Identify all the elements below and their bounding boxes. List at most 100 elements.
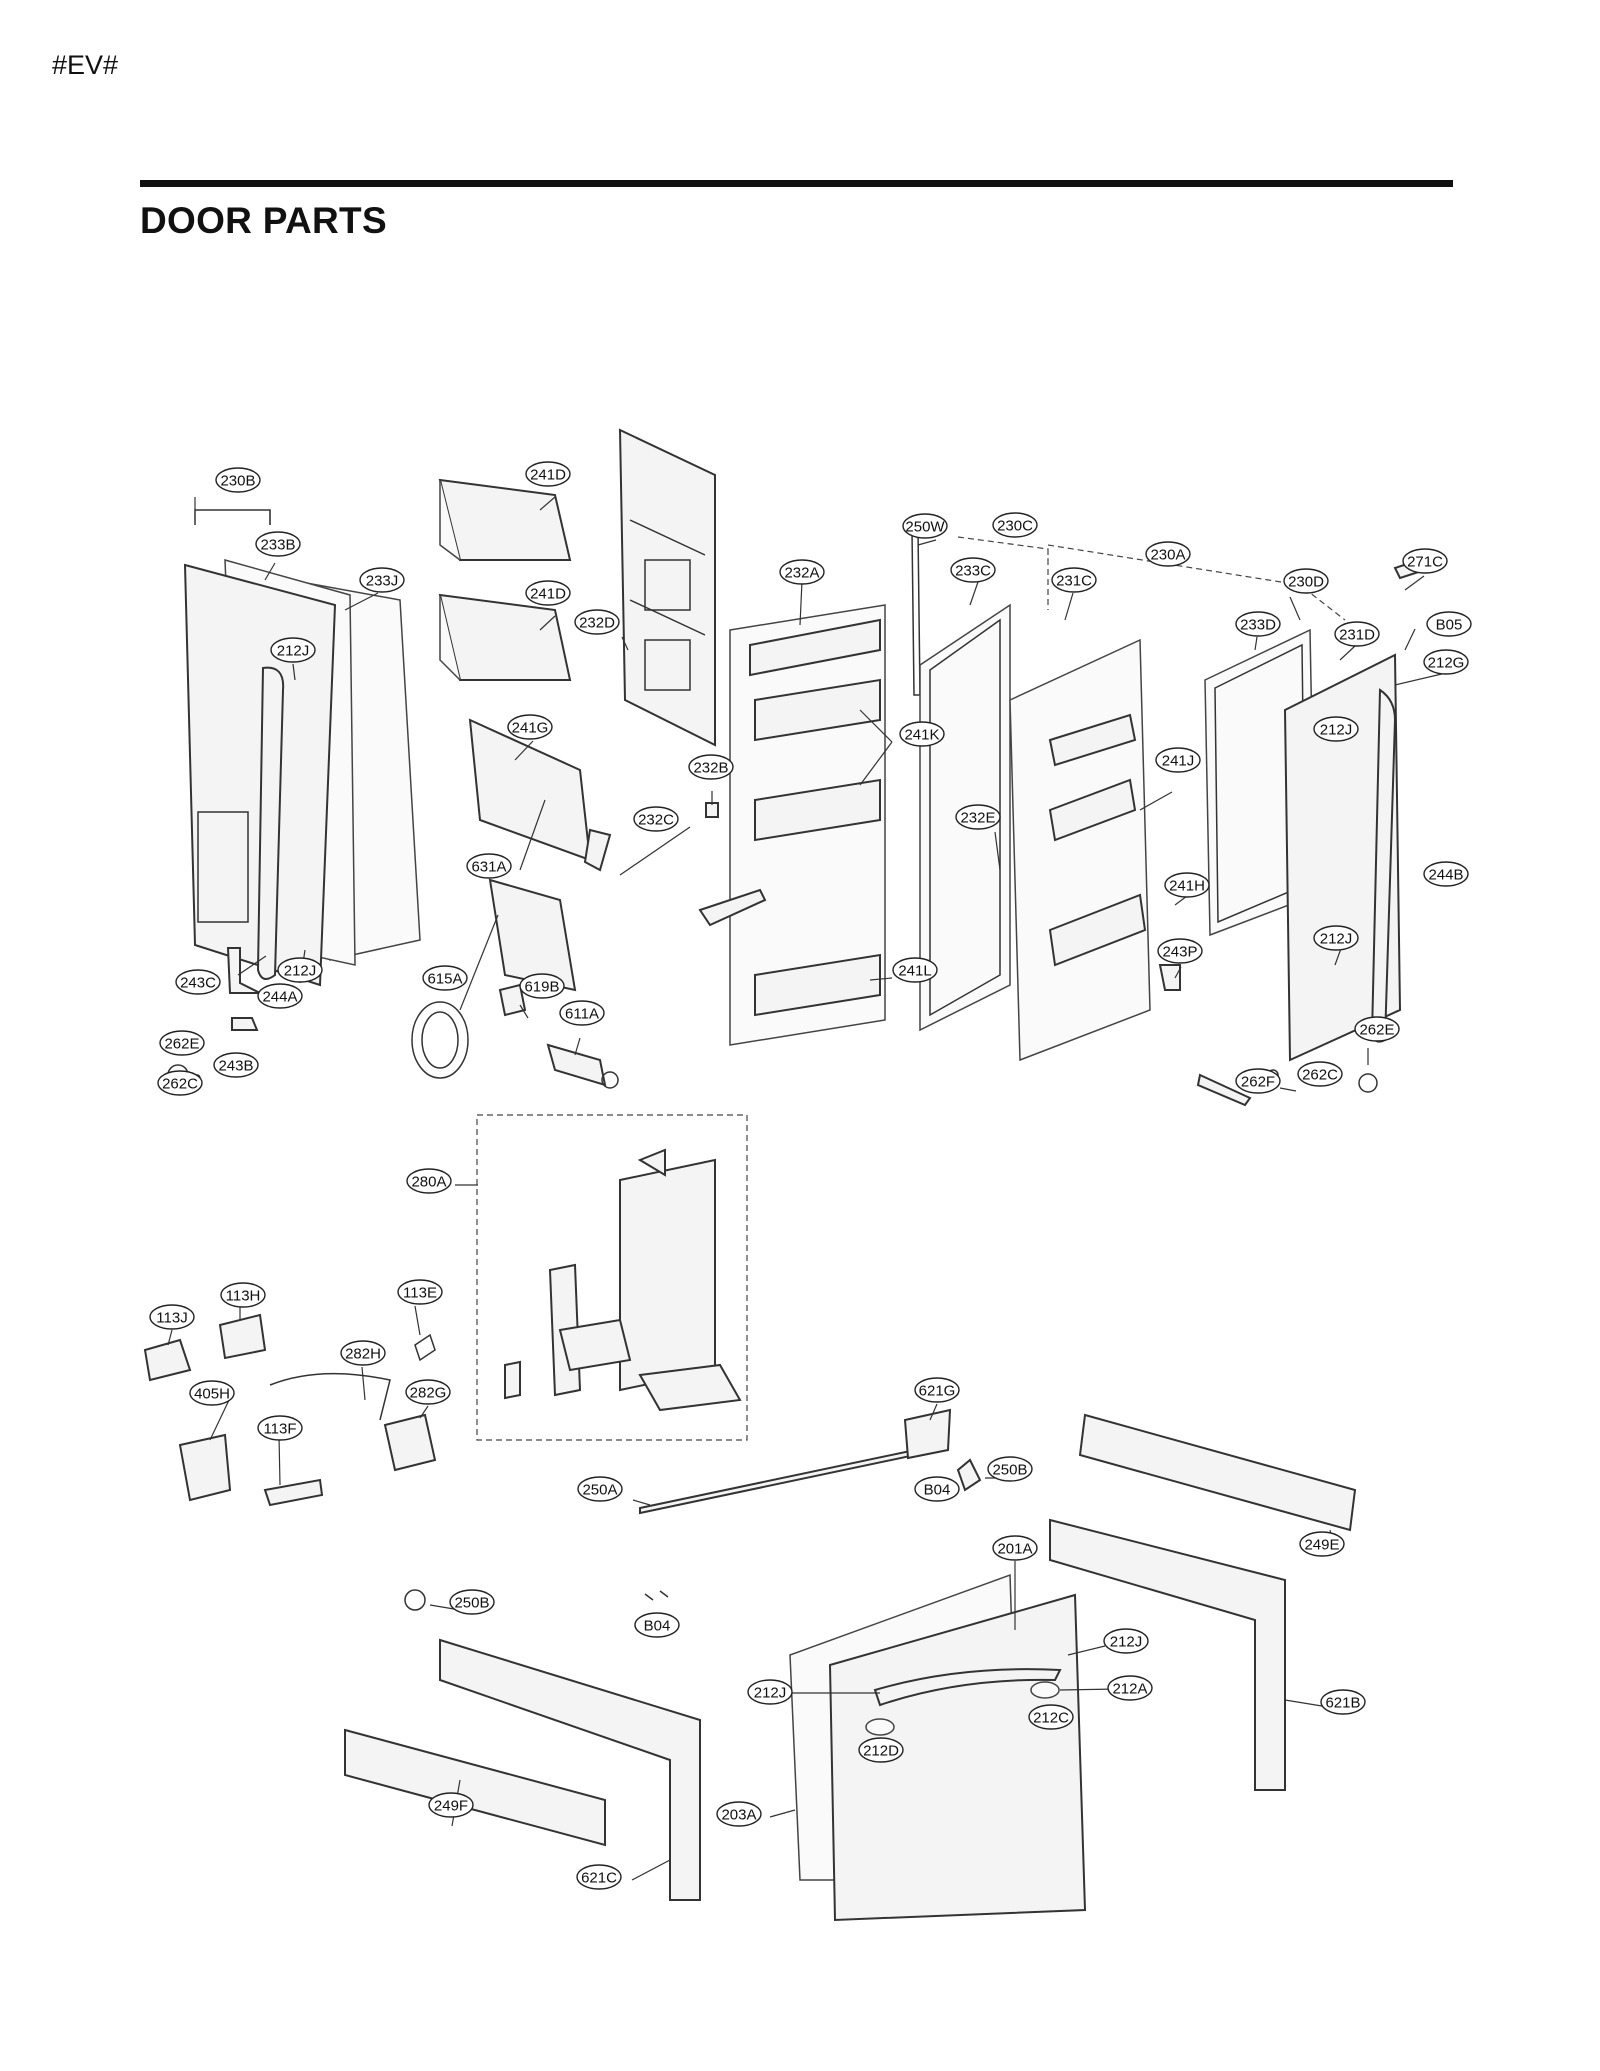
part-label: 249E: [1299, 1531, 1345, 1557]
part-label-text: 244A: [262, 989, 297, 1006]
part-label: 243C: [175, 969, 221, 995]
part-label: 230A: [1145, 541, 1191, 567]
part-label-text: 231C: [1056, 573, 1092, 590]
part-label: 212J: [1103, 1628, 1149, 1654]
part-label-text: 212A: [1112, 1681, 1147, 1698]
right-door-assembly: [1196, 553, 1442, 1107]
water-components: [411, 878, 619, 1089]
part-label: 262F: [1235, 1068, 1281, 1094]
part-label-text: 280A: [411, 1174, 446, 1191]
part-label-text: 241L: [898, 963, 931, 980]
part-label: 232B: [688, 754, 734, 780]
part-label: 244A: [257, 983, 303, 1009]
door-liner-232A: [698, 604, 886, 1046]
part-label-text: 631A: [471, 859, 506, 876]
part-label: 212J: [1313, 925, 1359, 951]
part-label: 621B: [1320, 1689, 1366, 1715]
part-label-text: 212J: [1110, 1634, 1143, 1651]
part-label-text: 241G: [512, 720, 549, 737]
part-label: 232D: [574, 609, 620, 635]
part-label-text: 113H: [226, 1288, 261, 1305]
part-label-text: 212J: [754, 1685, 787, 1702]
part-label-text: 282G: [410, 1385, 447, 1402]
part-label: 212A: [1107, 1675, 1153, 1701]
part-label: 262E: [159, 1030, 205, 1056]
part-label-text: 271C: [1407, 554, 1443, 571]
part-label: 249F: [428, 1792, 474, 1818]
part-label-text: 619B: [524, 979, 559, 996]
part-label: 113H: [220, 1282, 266, 1308]
part-label-text: 212J: [277, 643, 310, 660]
part-label-text: 232A: [784, 565, 819, 582]
part-label-text: 262C: [1302, 1067, 1338, 1084]
part-label: 241D: [525, 461, 571, 487]
part-label: 232E: [955, 804, 1001, 830]
part-label: 611A: [559, 1000, 605, 1026]
part-label-text: 241D: [530, 586, 566, 603]
part-label: 282H: [340, 1340, 386, 1366]
freezer-drawer-assembly: [344, 1408, 1357, 1922]
part-label: 232A: [779, 559, 825, 585]
part-label-text: 113E: [403, 1285, 437, 1302]
part-label: B04: [914, 1476, 960, 1502]
part-label-text: 250A: [582, 1482, 617, 1499]
part-label-text: 233J: [366, 573, 399, 590]
part-label-text: 621B: [1325, 1695, 1360, 1712]
part-label: 113F: [257, 1415, 303, 1441]
part-label: B05: [1426, 611, 1472, 637]
part-label: 282G: [405, 1379, 451, 1405]
part-label-text: 233D: [1240, 617, 1276, 634]
part-label: 241J: [1155, 747, 1201, 773]
lower-left-mechanisms: [143, 1313, 437, 1507]
part-label-text: 241D: [530, 467, 566, 484]
part-label: 615A: [422, 965, 468, 991]
part-label: 212J: [747, 1679, 793, 1705]
part-label: 280A: [406, 1168, 452, 1194]
part-label-text: 201A: [997, 1541, 1032, 1558]
part-label-text: 621C: [581, 1870, 617, 1887]
part-label: 262C: [1297, 1061, 1343, 1087]
part-label-text: 241H: [1169, 878, 1205, 895]
part-label-text: 244B: [1428, 867, 1463, 884]
part-label: 244B: [1423, 861, 1469, 887]
part-label-text: 212J: [1320, 931, 1353, 948]
part-label: 250A: [577, 1476, 623, 1502]
part-label: 621G: [914, 1377, 960, 1403]
part-label-text: 243C: [180, 975, 216, 992]
part-label-text: 233B: [260, 537, 295, 554]
part-label: 233B: [255, 531, 301, 557]
part-label: 212J: [1313, 716, 1359, 742]
part-label: 233C: [950, 557, 996, 583]
part-label: 271C: [1402, 548, 1448, 574]
page-title: DOOR PARTS: [140, 200, 387, 241]
part-label: 262C: [157, 1070, 203, 1096]
part-label-text: 249E: [1304, 1537, 1339, 1554]
part-label: 233J: [359, 567, 405, 593]
part-label-text: 212J: [1320, 722, 1353, 739]
part-label-text: 232C: [638, 812, 674, 829]
part-label-text: 243B: [218, 1058, 253, 1075]
part-label-text: 250W: [905, 519, 945, 536]
part-label: 203A: [716, 1801, 762, 1827]
part-labels: 230B233B233J212J212J243C244A262E262C243B…: [149, 461, 1472, 1890]
part-label-text: 262E: [164, 1036, 199, 1053]
part-label: B04: [634, 1612, 680, 1638]
part-label-text: B04: [924, 1482, 951, 1499]
part-label: 250W: [902, 513, 948, 539]
part-label: 230C: [992, 512, 1038, 538]
part-label-text: 113F: [263, 1421, 296, 1438]
part-label-text: 241K: [904, 727, 939, 744]
part-label: 232C: [633, 806, 679, 832]
part-label: 241D: [525, 580, 571, 606]
part-label-text: 262E: [1359, 1022, 1394, 1039]
part-label-text: 262F: [1241, 1074, 1275, 1091]
part-label-text: 233C: [955, 563, 991, 580]
part-label: 241G: [507, 714, 553, 740]
part-label-text: 212J: [284, 963, 317, 980]
part-label-text: 611A: [565, 1006, 599, 1023]
part-label: 631A: [466, 853, 512, 879]
part-label-text: 262C: [162, 1076, 198, 1093]
part-label-text: 212G: [1428, 655, 1465, 672]
part-label: 619B: [519, 973, 565, 999]
part-label-text: B04: [644, 1618, 671, 1635]
